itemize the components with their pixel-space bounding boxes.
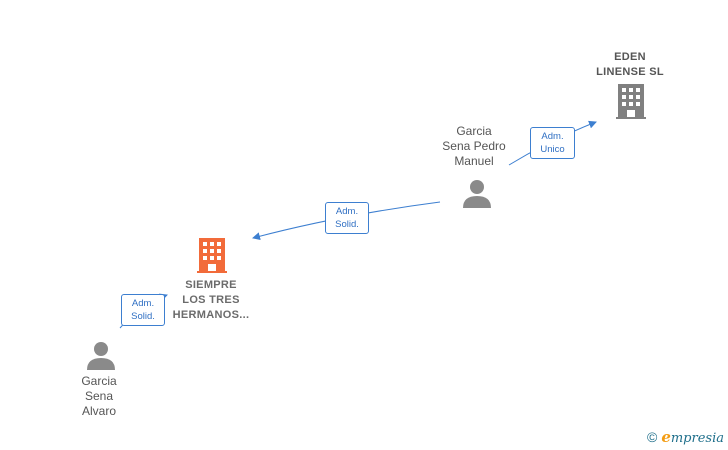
edge-label-adm-unico[interactable]: Adm. Unico	[530, 127, 575, 159]
building-icon[interactable]	[195, 238, 229, 274]
edge-label-line2: Solid.	[131, 311, 155, 322]
empresia-watermark: © empresia	[647, 428, 724, 446]
empresia-logo: empresia	[661, 428, 724, 446]
edge-label-line1: Adm.	[131, 298, 155, 309]
edge-label-adm-solid-pedro[interactable]: Adm. Solid.	[325, 202, 369, 234]
edge-label-line2: Solid.	[335, 219, 359, 230]
building-icon[interactable]	[614, 84, 648, 120]
person-icon[interactable]	[462, 178, 492, 208]
edge-label-line1: Adm.	[541, 131, 564, 142]
node-label-alvaro: Garcia Sena Alvaro	[81, 374, 117, 418]
node-label-siempre: SIEMPRE LOS TRES HERMANOS...	[172, 279, 250, 321]
edge-label-adm-solid-alvaro[interactable]: Adm. Solid.	[121, 294, 165, 326]
person-icon[interactable]	[86, 340, 116, 370]
copyright-icon: ©	[646, 429, 658, 445]
edge-label-line1: Adm.	[335, 206, 359, 217]
edge-label-line2: Unico	[540, 144, 565, 155]
node-label-eden: EDEN LINENSE SL	[596, 51, 664, 78]
node-label-pedro: Garcia Sena Pedro Manuel	[442, 124, 506, 168]
